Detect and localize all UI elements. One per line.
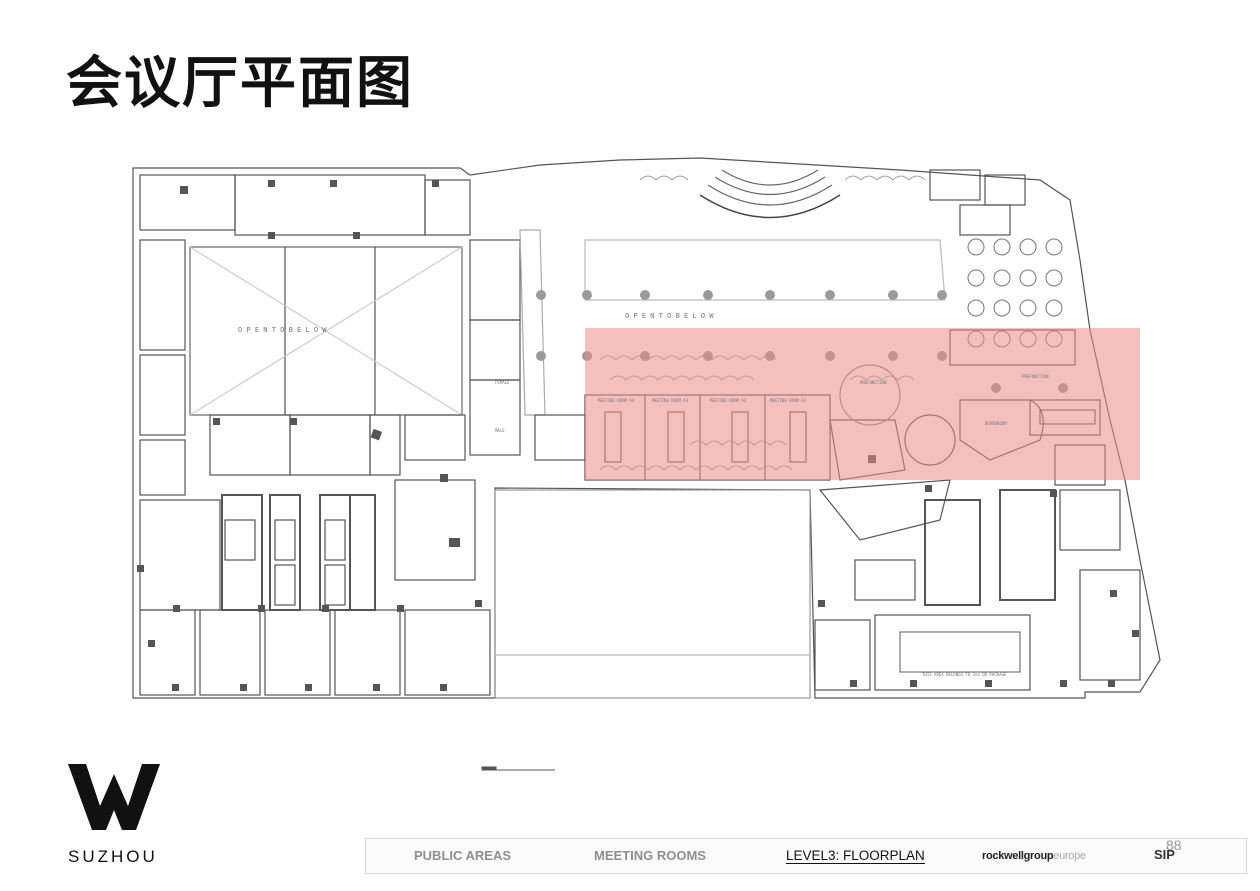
footer-bar: PUBLIC AREAS MEETING ROOMS LEVEL3: FLOOR… xyxy=(365,837,1247,874)
notice-label: THIS AREA BELONGS TO 2nd DD PACKAGE xyxy=(922,672,1007,677)
room-label-a3: MEETING ROOM A3 xyxy=(652,398,689,403)
footer-public-areas[interactable]: PUBLIC AREAS xyxy=(414,848,512,863)
room-label-a4: MEETING ROOM A4 xyxy=(598,398,635,403)
male-label: MALE xyxy=(495,428,505,433)
female-label: FEMALE xyxy=(495,380,510,385)
page-number: 88 xyxy=(1166,837,1182,853)
city-name: SUZHOU xyxy=(68,847,158,866)
prefunction-label: PREFUNCTION xyxy=(860,380,887,385)
page-title: 会议厅平面图 xyxy=(66,51,414,116)
auditorium xyxy=(699,194,841,219)
open-to-below-label-left: O P E N T O B E L O W xyxy=(238,326,327,334)
room-label-a2: MEETING ROOM A2 xyxy=(710,398,747,403)
meeting-area-highlight xyxy=(585,328,1140,480)
footer-meeting-rooms[interactable]: MEETING ROOMS xyxy=(594,848,706,863)
courtyard xyxy=(494,489,811,699)
sip-logo: SIP xyxy=(1154,847,1175,862)
footer-level-floorplan[interactable]: LEVEL3: FLOORPLAN xyxy=(786,848,925,864)
open-to-below-label-right: O P E N T O B E L O W xyxy=(625,312,714,320)
prefunction-label-2: PREFUNCTION xyxy=(1022,374,1049,379)
boardroom-label: BOARDROOM xyxy=(985,421,1007,426)
room-label-a1: MEETING ROOM A1 xyxy=(770,398,807,403)
w-hotel-logo xyxy=(66,762,162,836)
rockwellgroup-logo: rockwellgroupeurope xyxy=(982,850,1086,862)
